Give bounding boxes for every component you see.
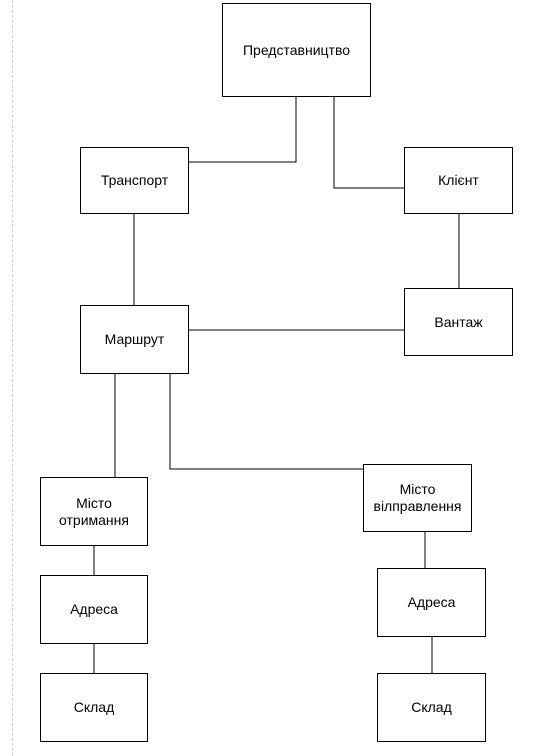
- edge-office-client: [333, 96, 405, 189]
- node-address-send: Адреса: [377, 568, 486, 637]
- node-route: Маршрут: [80, 305, 189, 374]
- node-warehouse-receive: Склад: [40, 673, 148, 742]
- node-transport: Транспорт: [80, 147, 189, 214]
- node-warehouse-send: Склад: [377, 673, 486, 742]
- node-client: Клієнт: [404, 147, 513, 214]
- node-city-send: Місто вілправлення: [363, 464, 472, 532]
- node-office: Представництво: [222, 3, 371, 97]
- node-city-receive: Місто отримання: [40, 477, 148, 546]
- page-margin-guide: [12, 0, 13, 756]
- node-address-receive: Адреса: [40, 575, 148, 644]
- node-cargo: Вантаж: [404, 288, 513, 356]
- edge-route-city-send: [169, 373, 364, 470]
- edge-office-transport: [188, 96, 297, 163]
